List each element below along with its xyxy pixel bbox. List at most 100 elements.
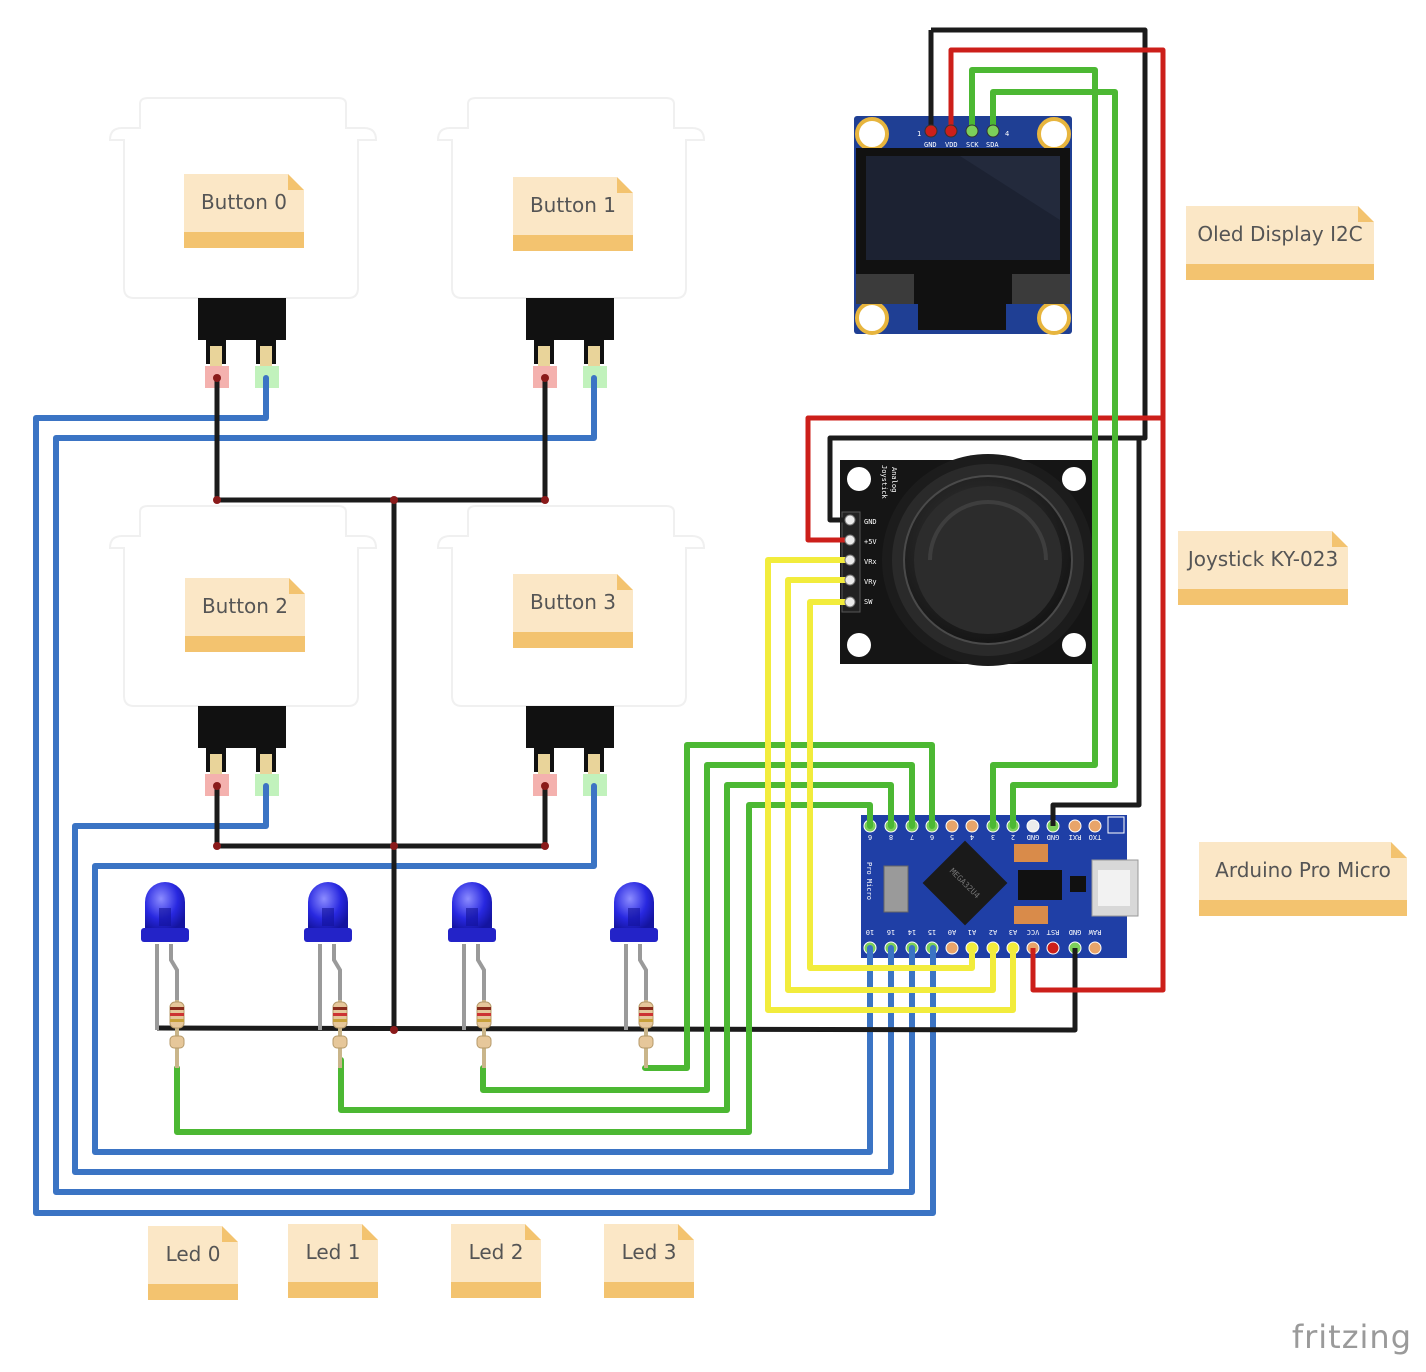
note-led-0: Led 0: [148, 1226, 238, 1300]
note-fold: [289, 578, 305, 594]
joystick-header-pins: [844, 514, 856, 608]
note-joystick: Joystick KY-023: [1178, 531, 1348, 605]
note-arduino: Arduino Pro Micro: [1199, 842, 1407, 916]
oled-pin-vdd: VDD: [945, 141, 958, 149]
arduino-bottom-pin-label-5: A1: [968, 928, 976, 936]
note-button-2-text: Button 2: [201, 594, 289, 618]
wires-power-red: [805, 47, 1166, 993]
board-name-label: Pro Micro: [865, 862, 873, 900]
note-band: [1199, 900, 1407, 916]
arduino-top-pin-11: [1088, 819, 1102, 833]
note-band: [451, 1282, 541, 1298]
arduino-bottom-pin-label-0: 10: [866, 928, 874, 936]
note-band: [1186, 264, 1374, 280]
note-led-0-text: Led 0: [165, 1242, 221, 1266]
arduino-bottom-pin-label-2: 14: [908, 928, 916, 936]
note-arduino-text: Arduino Pro Micro: [1215, 858, 1391, 882]
note-band: [185, 636, 305, 652]
note-oled-text: Oled Display I2C: [1197, 222, 1363, 246]
arduino-top-pin-label-9: GND: [1047, 833, 1060, 841]
arduino-bottom-pin-label-1: 16: [887, 928, 895, 936]
arduino-bottom-pin-label-9: RST: [1046, 928, 1059, 936]
note-band: [148, 1284, 238, 1300]
note-button-0: Button 0: [184, 174, 304, 248]
led-0: [141, 882, 189, 1068]
note-band: [1178, 589, 1348, 605]
note-band: [184, 232, 304, 248]
arduino-top-pin-10: [1068, 819, 1082, 833]
arduino-bottom-pin-label-4: A0: [948, 928, 956, 936]
arduino-top-pin-5: [965, 819, 979, 833]
note-led-1: Led 1: [288, 1224, 378, 1298]
note-button-1-text: Button 1: [529, 193, 617, 217]
note-button-2: Button 2: [185, 578, 305, 652]
joystick-pin-vry: VRy: [864, 578, 877, 586]
joystick-pin-5v: +5V: [864, 538, 877, 546]
arduino-top-pin-4: [945, 819, 959, 833]
led-1: [304, 882, 352, 1068]
wires-yellow: [765, 557, 1016, 1013]
note-fold: [617, 574, 633, 590]
arduino-top-pin-label-0: 6: [868, 833, 872, 841]
joystick-title-line1: Analog: [890, 467, 898, 492]
note-button-1: Button 1: [513, 177, 633, 251]
joystick-pin-gnd: GND: [864, 518, 877, 526]
note-fold: [1358, 206, 1374, 222]
note-band: [513, 235, 633, 251]
arduino-top-pin-8: [1026, 819, 1040, 833]
arduino-top-pin-label-3: 6: [930, 833, 934, 841]
note-fold: [288, 174, 304, 190]
led-3: [610, 882, 658, 1068]
arduino-bottom-pin-label-10: GND: [1069, 928, 1082, 936]
oled-pin1-number: 1: [917, 130, 921, 138]
wires-blue: [33, 375, 936, 1216]
note-fold: [525, 1224, 541, 1240]
note-fold: [1332, 531, 1348, 547]
arduino-top-pin-label-1: 8: [889, 833, 893, 841]
arduino-bottom-pin-label-8: VCC: [1027, 928, 1040, 936]
note-joystick-text: Joystick KY-023: [1187, 547, 1339, 571]
note-band: [288, 1282, 378, 1298]
arduino-bottom-pin-label-6: A2: [989, 928, 997, 936]
joystick-module: Analog Joystick GND +5V VRx VRy SW: [840, 454, 1094, 666]
arduino-top-pin-label-7: 2: [1011, 833, 1015, 841]
wires-green: [174, 67, 1118, 1135]
wire-junctions: [213, 374, 549, 1034]
arduino-bottom-pin-label-7: A3: [1009, 928, 1017, 936]
note-band: [604, 1282, 694, 1298]
note-led-3-text: Led 3: [621, 1240, 677, 1264]
joystick-title-line2: Joystick: [880, 465, 888, 500]
note-button-3: Button 3: [513, 574, 633, 648]
note-button-0-text: Button 0: [200, 190, 288, 214]
led-array: [141, 882, 658, 1068]
note-led-2: Led 2: [451, 1224, 541, 1298]
arduino-bottom-pin-11: [1088, 941, 1102, 955]
arduino-bottom-pin-label-3: 15: [928, 928, 936, 936]
arduino-top-pin-label-11: TXO: [1089, 833, 1102, 841]
joystick-pin-sw: SW: [864, 598, 873, 606]
oled-header-pins: [924, 124, 1000, 138]
led-2: [448, 882, 496, 1068]
arduino-bottom-pin-label-11: RAW: [1088, 928, 1101, 936]
oled-display-module: 1 4 GND VDD SCK SDA: [854, 116, 1072, 335]
oled-pin4-number: 4: [1005, 130, 1009, 138]
joystick-pin-vrx: VRx: [864, 558, 877, 566]
note-led-1-text: Led 1: [305, 1240, 361, 1264]
arduino-top-pin-label-2: 7: [910, 833, 914, 841]
note-led-2-text: Led 2: [468, 1240, 524, 1264]
note-band: [513, 632, 633, 648]
arduino-bottom-pin-9: [1046, 941, 1060, 955]
oled-pin-gnd: GND: [924, 141, 937, 149]
arduino-top-pin-label-5: 4: [970, 833, 974, 841]
note-fold: [1391, 842, 1407, 858]
arduino-top-pin-label-6: 3: [991, 833, 995, 841]
note-fold: [362, 1224, 378, 1240]
note-fold: [678, 1224, 694, 1240]
note-led-3: Led 3: [604, 1224, 694, 1298]
note-oled: Oled Display I2C: [1186, 206, 1374, 280]
note-fold: [617, 177, 633, 193]
arduino-bottom-pin-4: [945, 941, 959, 955]
